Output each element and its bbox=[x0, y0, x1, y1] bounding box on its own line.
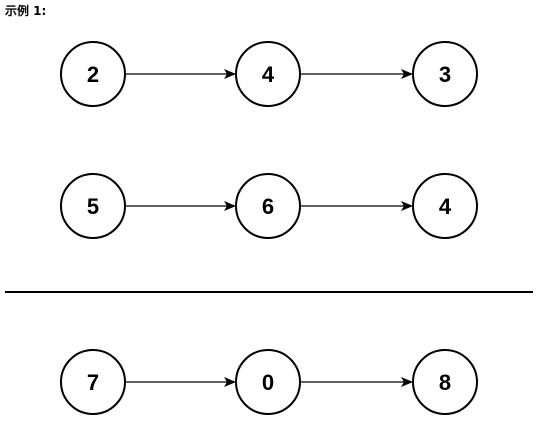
linked-list-l1: 2 4 3 bbox=[60, 41, 478, 107]
list-node-value: 0 bbox=[262, 370, 274, 395]
list-node-circle bbox=[412, 173, 478, 239]
linked-list-l2: 5 6 4 bbox=[60, 173, 478, 239]
list-node-circle bbox=[235, 349, 301, 415]
linked-list-result: 7 0 8 bbox=[60, 349, 478, 415]
list-node-value: 5 bbox=[87, 194, 99, 219]
example-caption: 示例 1: bbox=[5, 4, 47, 18]
list-node-value: 6 bbox=[262, 194, 274, 219]
list-node-value: 7 bbox=[87, 370, 99, 395]
list-node-value: 8 bbox=[439, 370, 451, 395]
list-node-circle bbox=[235, 41, 301, 107]
list-node-circle bbox=[60, 349, 126, 415]
list-node-value: 2 bbox=[87, 62, 99, 87]
list-node-circle bbox=[60, 41, 126, 107]
list-node-value: 4 bbox=[439, 194, 452, 219]
list-node-value: 3 bbox=[439, 62, 451, 87]
list-node-circle bbox=[412, 41, 478, 107]
list-node-circle bbox=[60, 173, 126, 239]
list-node-circle bbox=[412, 349, 478, 415]
list-node-value: 4 bbox=[262, 62, 275, 87]
list-node-circle bbox=[235, 173, 301, 239]
